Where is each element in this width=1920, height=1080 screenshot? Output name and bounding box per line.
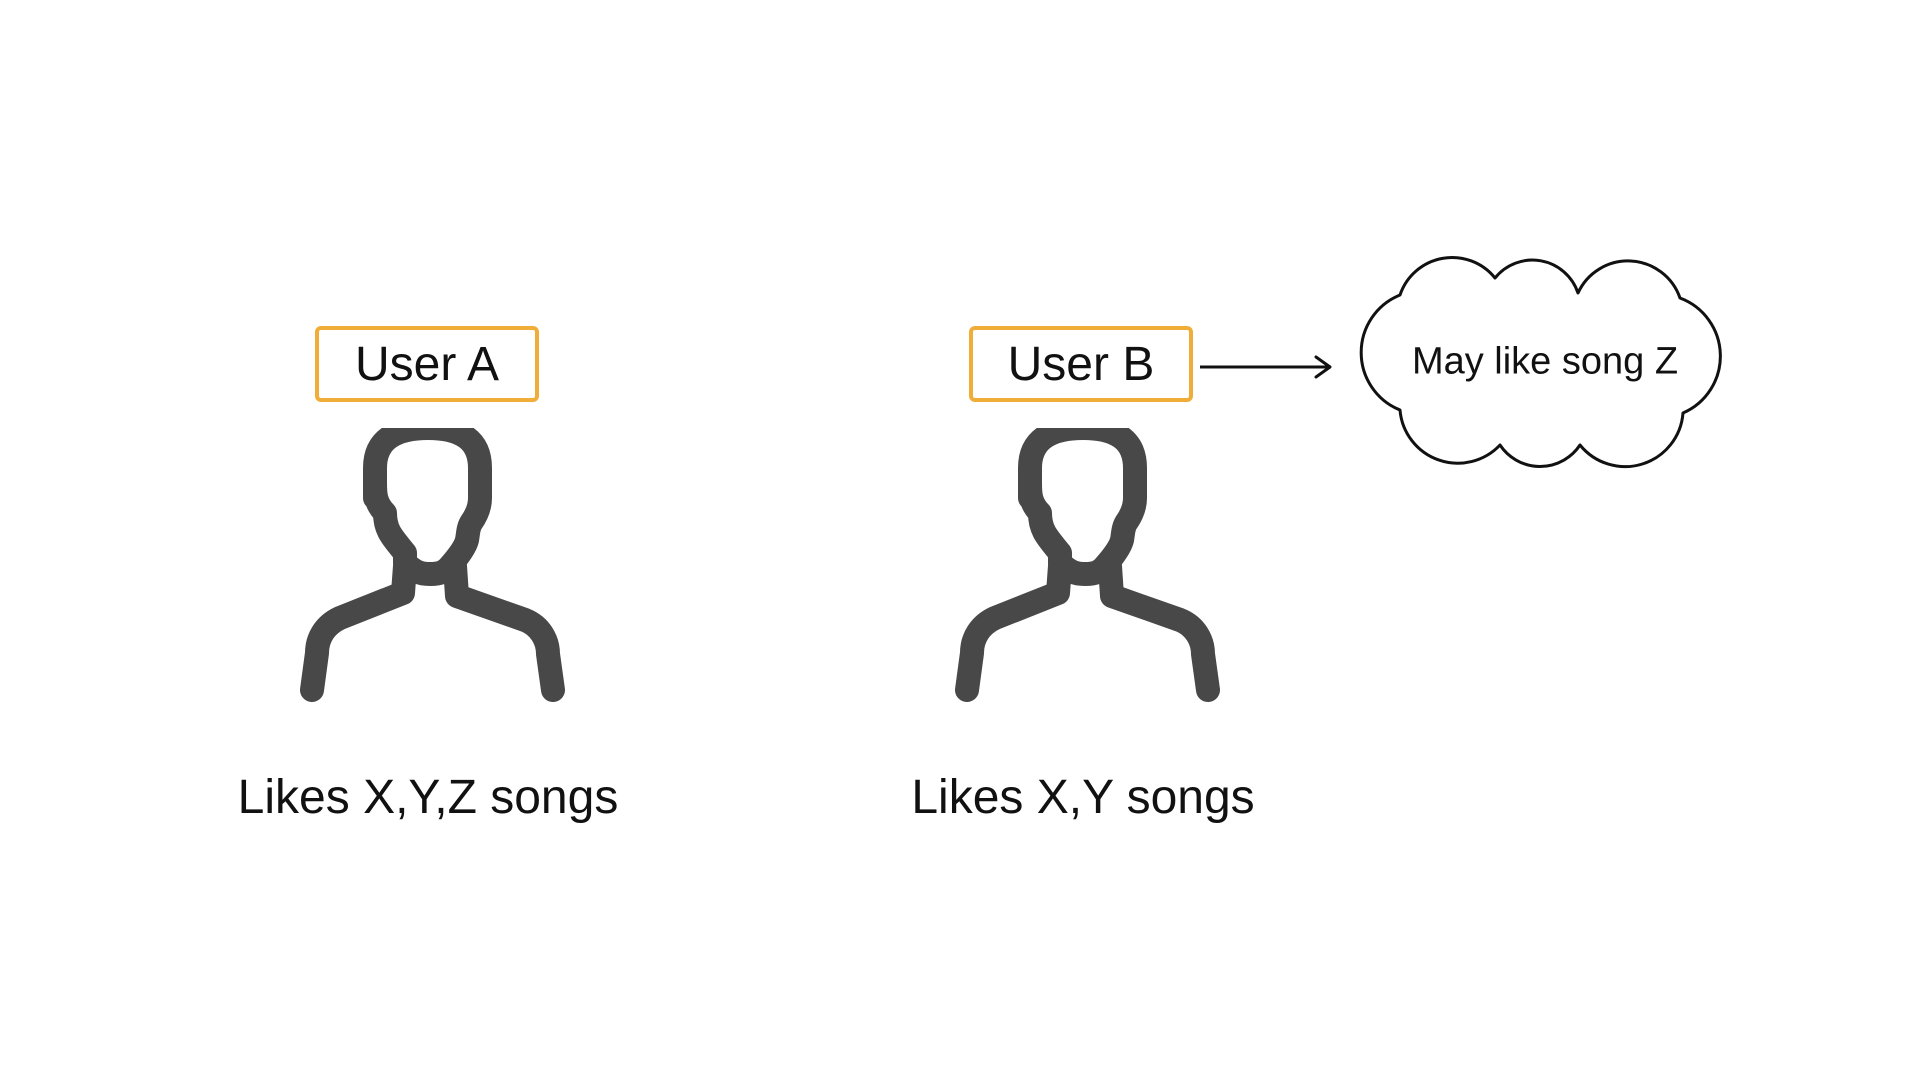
user-a-likes-text: Likes X,Y,Z songs <box>237 771 619 824</box>
right-arrow-icon <box>1200 355 1332 379</box>
user-a-label: User A <box>354 337 500 391</box>
user-a-label-box: User A <box>315 326 539 402</box>
person-icon <box>300 428 565 702</box>
recommendation-text: May like song Z <box>1411 340 1679 383</box>
user-b-likes-text: Likes X,Y songs <box>911 771 1255 824</box>
person-icon <box>955 428 1220 702</box>
user-b-label-box: User B <box>969 326 1193 402</box>
thought-cloud-shape <box>1359 256 1722 469</box>
user-b-label: User B <box>1007 337 1155 391</box>
